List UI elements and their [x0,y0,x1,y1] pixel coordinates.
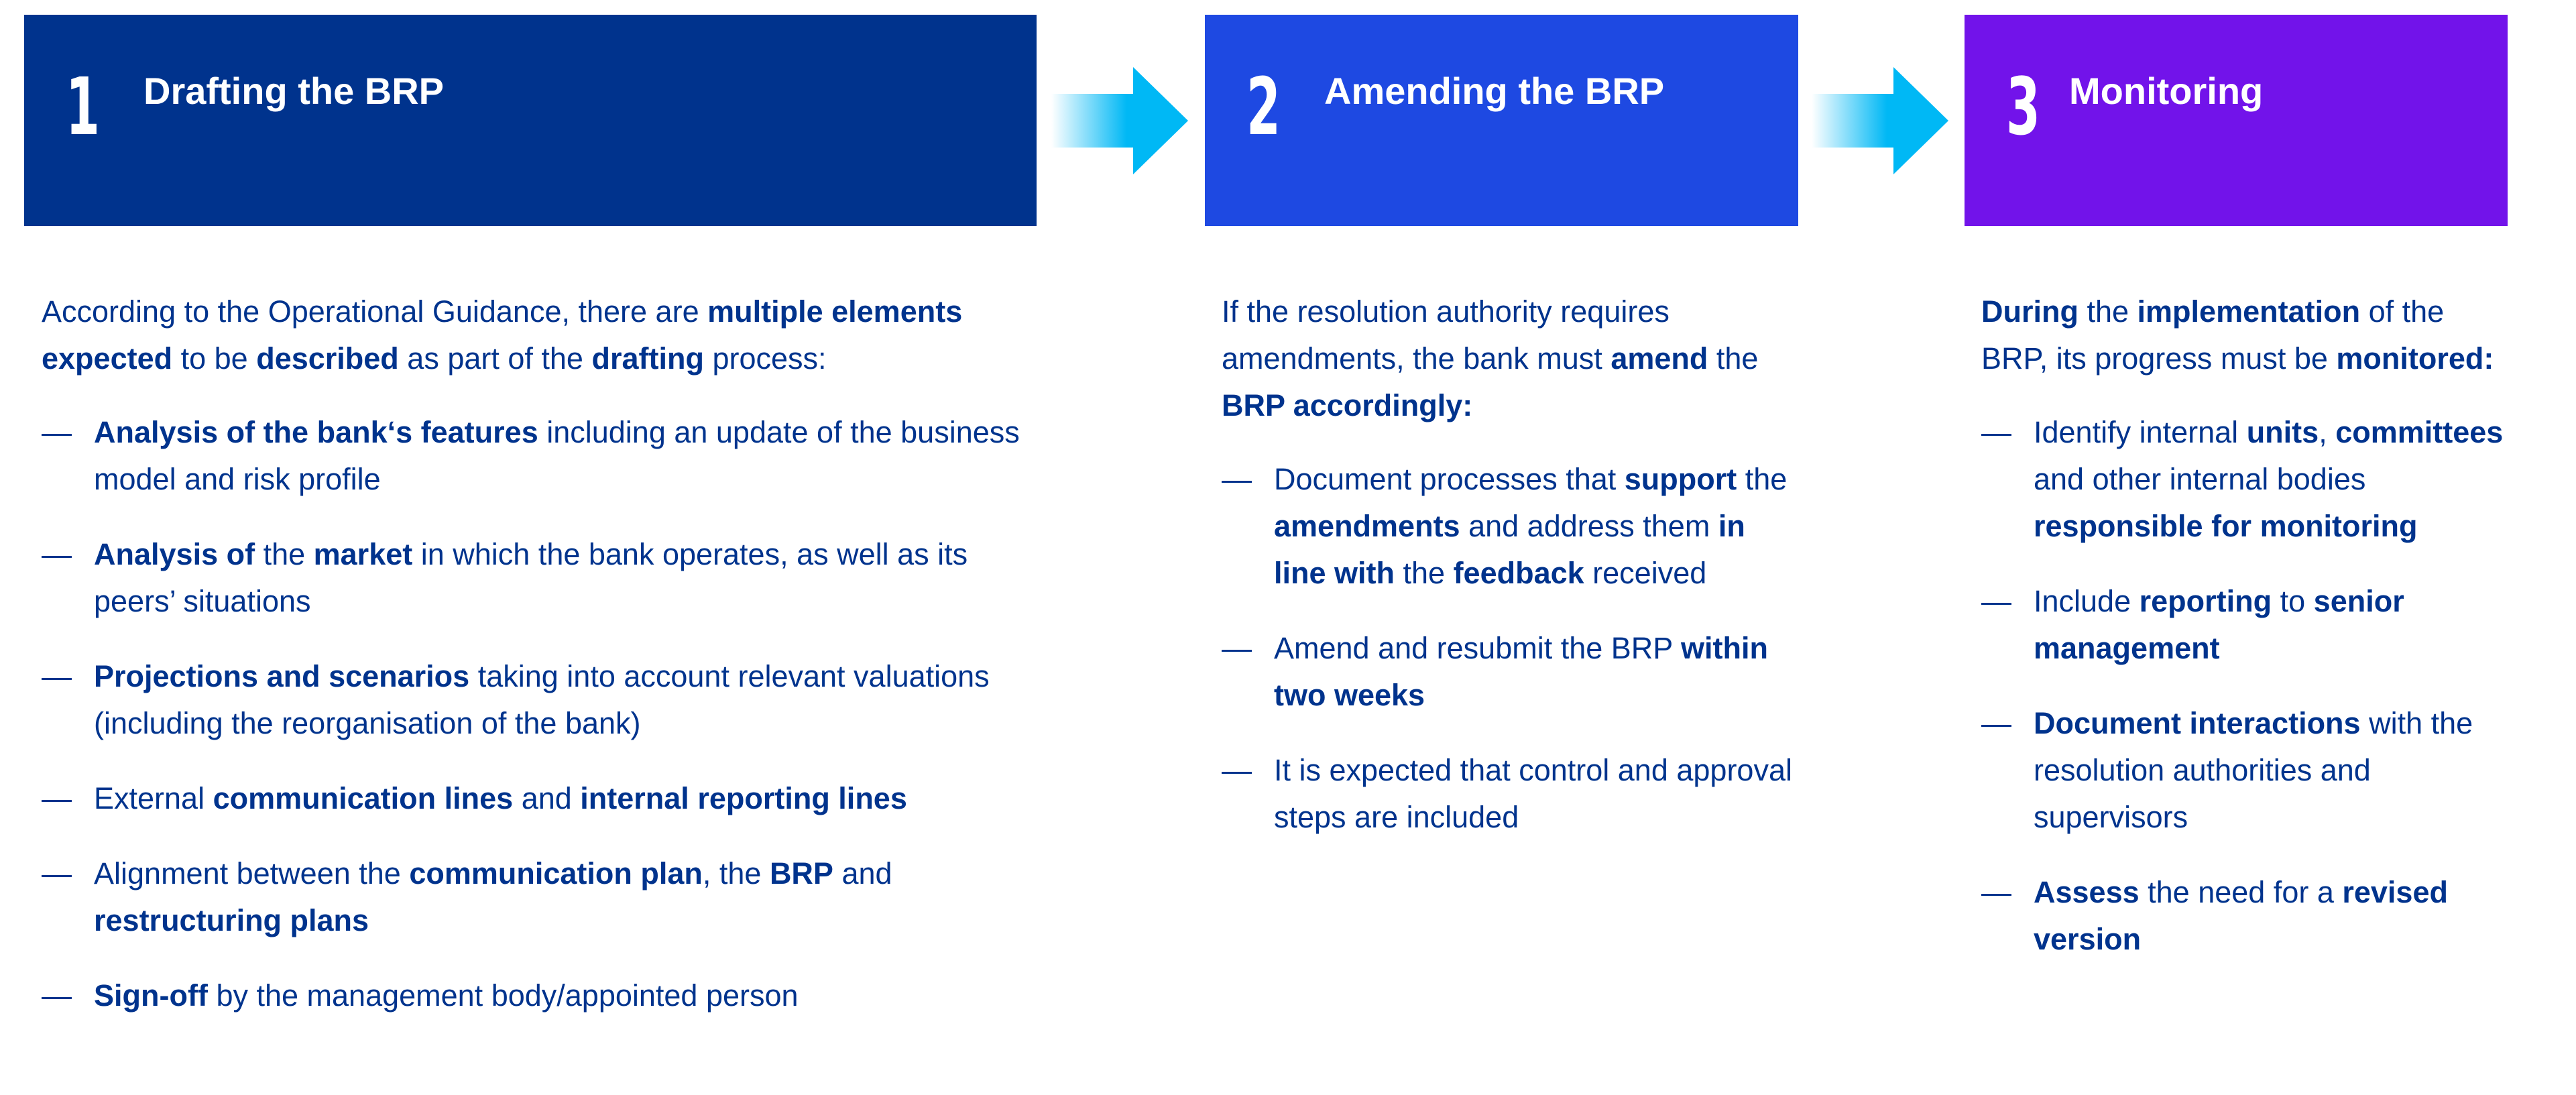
bullet-dash: — [1981,415,2011,449]
bullet-item: — Identify internal units, committees and… [1981,409,2511,550]
step-3-header: 3 Monitoring [1965,15,2508,226]
bullet-dash: — [42,856,72,890]
bullet-dash: — [42,659,72,693]
bullet-text: External communication lines and interna… [94,781,907,815]
step-2-number: 2 [1246,60,1281,153]
bullet-dash: — [42,415,72,449]
bullet-item: — Amend and resubmit the BRP within two w… [1222,625,1798,719]
step-1-header: 1 Drafting the BRP [24,15,1037,226]
bullet-item: — Include reporting to senior management [1981,578,2511,672]
bullet-text: Document interactions with the resolutio… [2034,706,2473,834]
bullet-item: — Sign-off by the management body/appoint… [42,972,1034,1019]
step-3-title: Monitoring [2069,70,2264,112]
bullet-item: — External communication lines and intern… [42,775,1034,822]
bullet-dash: — [42,781,72,815]
bullet-item: — Analysis of the market in which the ban… [42,531,1034,625]
bullet-text: Assess the need for a revised version [2034,875,2448,956]
step-2-title: Amending the BRP [1324,70,1665,112]
step-2-content: If the resolution authority requires ame… [1222,288,1798,869]
bullet-text: Analysis of the market in which the bank… [94,537,968,618]
bullet-dash: — [42,537,72,571]
bullet-item: — Analysis of the bank‘s features includi… [42,409,1034,503]
bullet-item: — Alignment between the communication pla… [42,850,1034,944]
bullet-dash: — [1222,631,1252,665]
bullet-dash: — [1981,875,2011,909]
bullet-dash: — [1981,706,2011,740]
step-3-number: 3 [2006,60,2040,153]
step-1-content: According to the Operational Guidance, t… [42,288,1034,1047]
bullet-dash: — [1222,462,1252,496]
bullet-dash: — [1222,753,1252,787]
step-1-number: 1 [66,60,100,153]
bullet-text: Alignment between the communication plan… [94,856,892,937]
step-2-header: 2 Amending the BRP [1205,15,1798,226]
bullet-text: Analysis of the bank‘s features includin… [94,415,1020,496]
step-2-bullet-list: — Document processes that support the ame… [1222,456,1798,841]
bullet-text: It is expected that control and approval… [1274,753,1792,834]
bullet-item: — Document processes that support the ame… [1222,456,1798,597]
step-1-intro: According to the Operational Guidance, t… [42,294,963,376]
bullet-text: Include reporting to senior management [2034,584,2404,665]
bullet-text: Document processes that support the amen… [1274,462,1788,590]
bullet-dash: — [42,978,72,1013]
bullet-text: Sign-off by the management body/appointe… [94,978,799,1013]
step-3-content: During the implementation of the BRP, it… [1981,288,2511,991]
bullet-text: Projections and scenarios taking into ac… [94,659,990,740]
bullet-dash: — [1981,584,2011,618]
flow-arrow-1-icon [1051,67,1188,174]
bullet-item: — It is expected that control and approva… [1222,747,1798,841]
flow-arrow-2-icon [1812,67,1948,174]
step-3-bullet-list: — Identify internal units, committees and… [1981,409,2511,963]
bullet-text: Identify internal units, committees and … [2034,415,2504,543]
step-1-bullet-list: — Analysis of the bank‘s features includi… [42,409,1034,1019]
step-3-intro: During the implementation of the BRP, it… [1981,294,2494,376]
step-1-title: Drafting the BRP [143,70,444,112]
bullet-item: — Document interactions with the resoluti… [1981,700,2511,841]
bullet-item: — Projections and scenarios taking into a… [42,653,1034,747]
bullet-text: Amend and resubmit the BRP within two we… [1274,631,1768,712]
step-2-intro: If the resolution authority requires ame… [1222,294,1759,422]
bullet-item: — Assess the need for a revised version [1981,869,2511,963]
